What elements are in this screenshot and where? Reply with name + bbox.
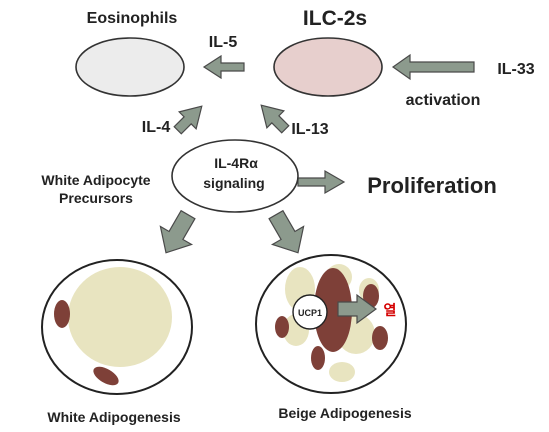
beige-adipogenesis-arrow [268,209,305,254]
il5-label: IL-5 [209,34,238,51]
ucp1-badge [292,294,328,330]
white-adipogenesis-label: White Adipogenesis [47,409,180,425]
il4-arrow [173,105,203,135]
il33-arrow [391,53,475,81]
white-nucleus-1 [54,300,70,328]
proliferation-label: Proliferation [367,173,497,198]
beige-adipogenesis-label: Beige Adipogenesis [278,405,412,421]
white-lipid-droplet [68,267,172,367]
il5-arrow [202,54,245,80]
ilc2s-label: ILC-2s [303,7,367,30]
beige-mitochondrion [372,326,388,350]
proliferation-arrow [297,169,346,195]
white-adipocyte [41,259,193,395]
beige-mitochondrion [275,316,289,338]
il4ra-label: IL-4Rα [214,155,258,171]
eosinophils-label: Eosinophils [87,10,178,27]
white-adipogenesis-arrow [159,209,196,254]
il4-label: IL-4 [142,119,171,136]
eosinophils-cell [75,37,185,97]
il33-label: IL-33 [497,61,534,78]
white-nucleus-2 [93,366,119,386]
heat-label: 열 [384,302,397,319]
il13-label: IL-13 [291,121,328,138]
il4ra-signaling-node [171,139,299,213]
ilc2s-cell [273,37,383,97]
precursors-label-line1: White Adipocyte [41,172,150,188]
precursors-label-line2: Precursors [59,190,133,206]
heat-arrow [337,293,378,325]
beige-mitochondrion [311,346,325,370]
beige-mitochondrion-large [314,268,352,352]
beige-adipocyte [255,254,407,394]
beige-lipid-droplet [329,362,355,382]
signaling-label: signaling [203,175,264,191]
activation-label: activation [406,92,481,109]
ucp1-label: UCP1 [298,308,322,318]
il13-arrow [260,104,290,134]
